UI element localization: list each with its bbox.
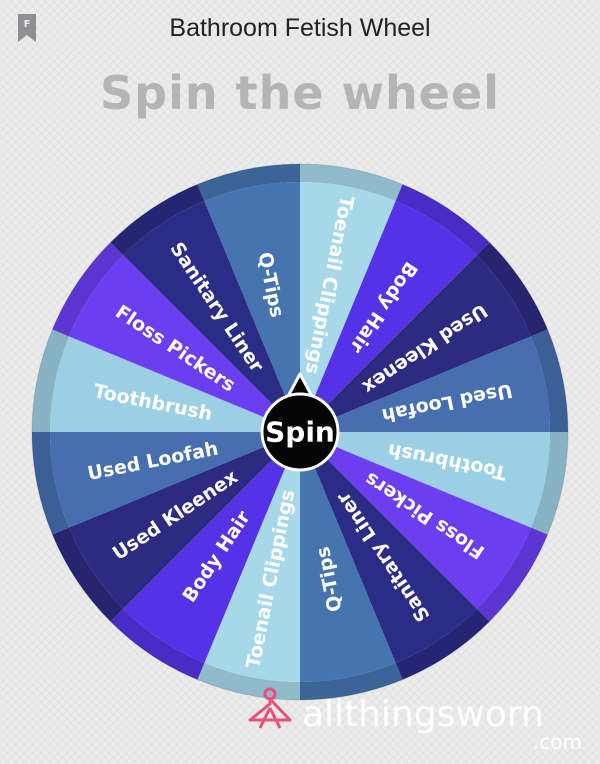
wheel-segment[interactable] [204, 182, 300, 432]
wheel-segment[interactable] [300, 255, 531, 432]
wheel-rim-segment [530, 329, 568, 432]
wheel-segment[interactable] [50, 432, 300, 528]
spin-button[interactable]: Spin [260, 372, 340, 472]
watermark-brand: allthingsworn [302, 694, 544, 735]
wheel-rim-segment [52, 242, 124, 337]
spin-label[interactable]: Spin [265, 416, 335, 449]
wheel-segment[interactable] [300, 432, 550, 528]
wheel-segment[interactable] [300, 432, 477, 663]
wheel-rim [31, 163, 569, 701]
wheel-rim-segment [110, 184, 205, 256]
wheel-rim-segment [300, 164, 403, 202]
wheel-rim-segment [476, 527, 548, 622]
wheel-headline: Spin the wheel [100, 66, 500, 120]
wheel-segment[interactable] [300, 432, 531, 609]
wheel-rim-segment [476, 242, 548, 337]
wheel-edge [31, 163, 569, 701]
wheel-rim-segment [395, 184, 490, 256]
watermark: allthingsworn .com [248, 687, 582, 754]
wheel-segment[interactable] [123, 201, 301, 432]
wheel-segment[interactable] [300, 432, 396, 682]
hanger-icon [248, 687, 292, 729]
wheel-segment[interactable] [300, 336, 550, 432]
wheel-segment[interactable] [300, 182, 396, 432]
wheel-rim-segment [32, 432, 70, 535]
page-title: Bathroom Fetish Wheel [169, 14, 431, 42]
bookmark-icon[interactable]: F [16, 12, 38, 44]
bookmark-letter: F [24, 19, 31, 30]
watermark-suffix: .com [533, 730, 582, 754]
wheel-segment[interactable] [204, 432, 300, 682]
wheel-rim-segment [32, 329, 70, 432]
wheel-segment[interactable] [69, 432, 300, 609]
wheel-rim-segment [395, 608, 490, 680]
wheel-rim-segment [52, 527, 124, 622]
wheel-rim-segment [530, 432, 568, 535]
spin-hub[interactable] [260, 392, 340, 472]
wheel-segment[interactable] [50, 336, 300, 432]
wheel-rim-segment [197, 164, 300, 202]
wheel-rim-segment [110, 608, 205, 680]
wheel-segment[interactable] [300, 201, 477, 432]
wheel-segment[interactable] [123, 432, 301, 663]
wheel-segments[interactable] [50, 182, 550, 682]
wheel-rim-segment [300, 662, 403, 700]
wheel-segment[interactable] [69, 255, 300, 432]
